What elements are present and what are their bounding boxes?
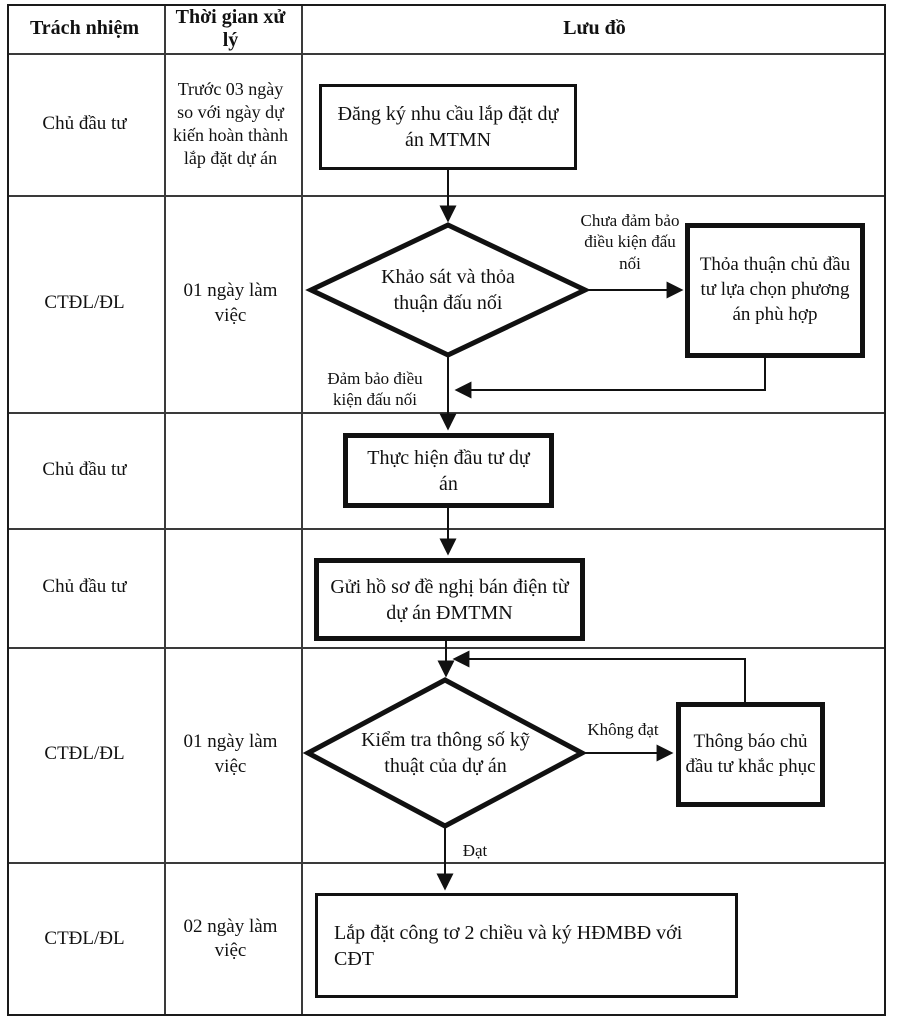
grid-line — [9, 528, 884, 530]
edge-label-qualified: Đảm bảo điều kiện đấu nối — [327, 369, 423, 410]
notify-box: Thông báo chủ đầu tư khắc phục — [676, 702, 825, 807]
cell-time-row5: 01 ngày làm việc — [183, 731, 278, 777]
register-box: Đăng ký nhu cầu lắp đặt dự án MTMN — [319, 84, 577, 170]
grid-line — [9, 412, 884, 414]
grid-line — [9, 53, 884, 55]
check-diamond-label: Kiểm tra thông số kỹ thuật của dự án — [361, 729, 530, 777]
cell-responsibility-row6: CTĐL/ĐL — [44, 927, 125, 949]
cell-responsibility-row4: Chủ đầu tư — [42, 576, 127, 598]
cell-responsibility-row5: CTĐL/ĐL — [44, 743, 125, 765]
survey-diamond-label: Khảo sát và thỏa thuận đấu nối — [381, 266, 515, 314]
agree-box: Thỏa thuận chủ đầu tư lựa chọn phương án… — [685, 223, 865, 358]
cell-responsibility-row1: Chủ đầu tư — [42, 112, 127, 134]
arrow-agree-return — [454, 358, 766, 399]
header-flow: Lưu đồ — [563, 17, 626, 39]
cell-responsibility-row3: Chủ đầu tư — [42, 458, 127, 480]
install-box: Lắp đặt công tơ 2 chiều và ký HĐMBĐ với … — [315, 893, 738, 998]
invest-box: Thực hiện đầu tư dự án — [343, 433, 554, 508]
grid-line — [9, 195, 884, 197]
arrow-notify-return — [452, 650, 746, 702]
edge-label-fail: Không đạt — [587, 720, 659, 739]
edge-label-pass: Đạt — [462, 841, 488, 860]
grid-line — [164, 6, 166, 1014]
cell-time-row1: Trước 03 ngày so với ngày dự kiến hoàn t… — [173, 78, 288, 169]
cell-time-row6: 02 ngày làm việc — [183, 915, 278, 961]
cell-time-row2: 01 ngày làm việc — [183, 280, 278, 326]
edge-label-not-qualified: Chưa đảm bảo điều kiện đấu nối — [580, 211, 680, 273]
table-frame — [7, 4, 886, 1016]
cell-responsibility-row2: CTĐL/ĐL — [44, 292, 125, 314]
grid-line — [301, 6, 303, 1014]
header-time: Thời gian xử lý — [175, 5, 286, 51]
grid-line — [9, 862, 884, 864]
header-responsibility: Trách nhiệm — [29, 17, 140, 39]
send-box: Gửi hồ sơ đề nghị bán điện từ dự án ĐMTM… — [314, 558, 585, 641]
